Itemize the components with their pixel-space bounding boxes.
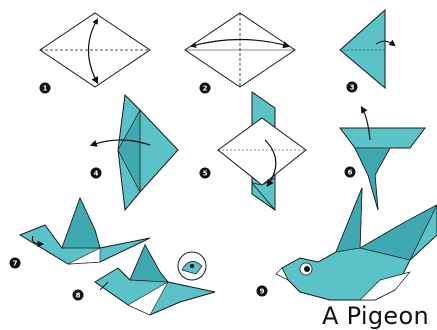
step-8-number: 8 [76,292,81,300]
step-7-number: 7 [13,260,18,268]
step-3-number: 3 [350,84,355,92]
step-5-badge: 5 [200,168,211,179]
step-1-number: 1 [43,85,48,93]
step-9-number: 9 [260,288,265,296]
step-3-badge: 3 [347,82,358,93]
step-4-diagram [92,95,178,210]
step-4-number: 4 [94,170,99,178]
step-9-badge: 9 [257,286,268,297]
step-2-diagram [185,13,295,87]
step-7-diagram [20,198,150,264]
step-5-diagram [218,92,306,210]
step-6-diagram [340,108,425,210]
step-7-badge: 7 [10,258,21,269]
step-4-badge: 4 [91,168,102,179]
step-2-number: 2 [203,85,208,93]
step-3-diagram [340,10,394,88]
step-8-badge: 8 [73,290,84,301]
step-1-diagram [40,13,150,87]
step-6-badge: 6 [345,167,356,178]
step-9-diagram [276,188,437,300]
step-5-number: 5 [203,170,208,178]
step-6-number: 6 [348,169,353,177]
diagram-title: A Pigeon [322,302,429,330]
step-2-badge: 2 [200,83,211,94]
step-1-badge: 1 [40,83,51,94]
